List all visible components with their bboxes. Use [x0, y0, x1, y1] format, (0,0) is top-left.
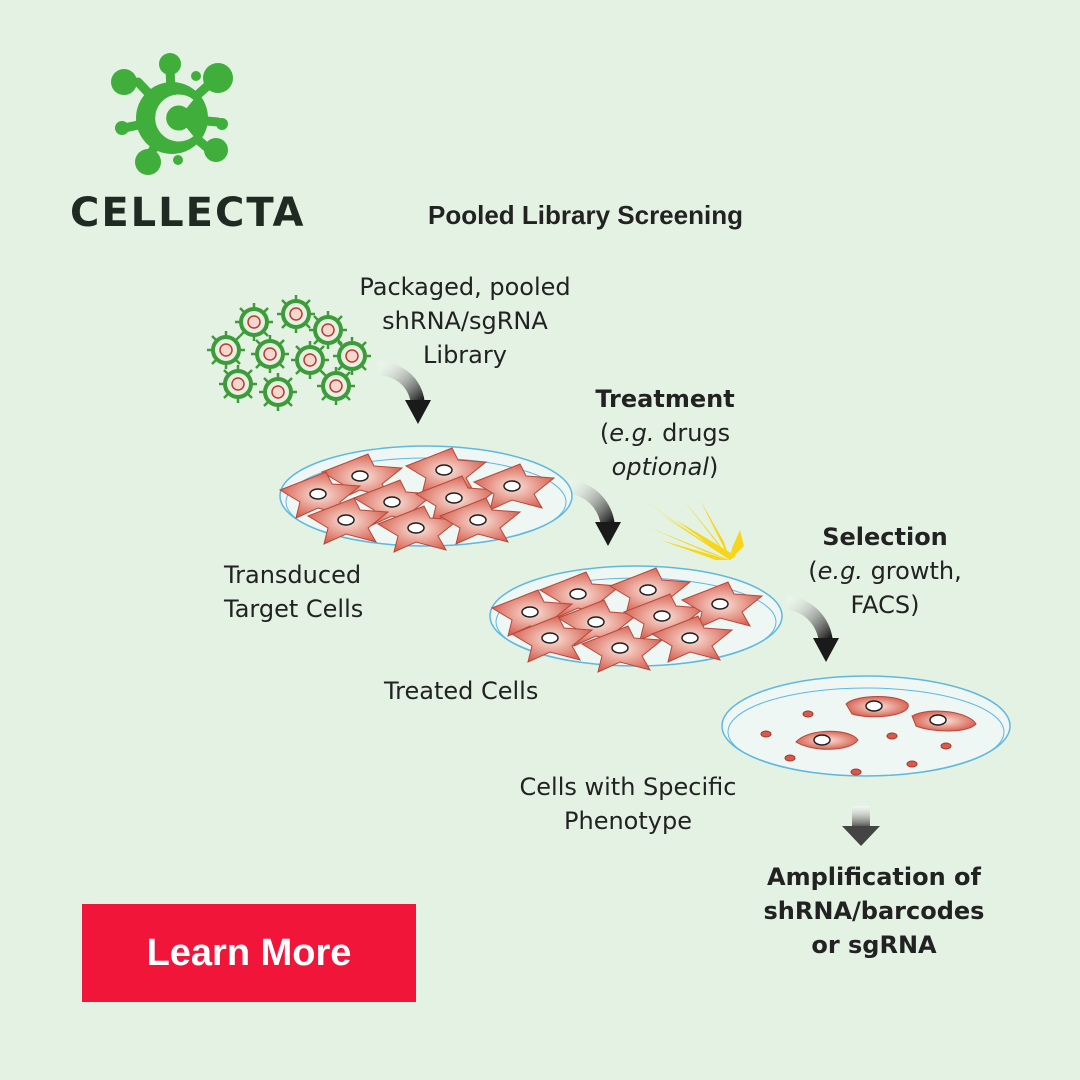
curved-arrow-icon — [377, 361, 431, 424]
page-title: Pooled Library Screening — [428, 200, 743, 230]
curved-arrow-icon — [784, 595, 839, 662]
sunburst-icon — [644, 498, 744, 560]
learn-more-button[interactable]: Learn More — [82, 904, 416, 1002]
selection-label: Selection (e.g. growth, FACS) — [808, 523, 962, 619]
petri-dish-treated — [489, 565, 783, 673]
treatment-label: Treatment (e.g. drugs optional) — [595, 385, 735, 481]
virus-c-logo-icon — [111, 53, 233, 175]
library-label: Packaged, pooled shRNA/sgRNA Library — [359, 273, 571, 369]
treated-label: Treated Cells — [384, 677, 539, 705]
phenotype-label: Cells with Specific Phenotype — [519, 773, 737, 835]
petri-dish-transduced — [279, 445, 573, 553]
curved-arrow-icon — [566, 479, 621, 546]
petri-dish-phenotype — [721, 675, 1011, 777]
transduced-label: Transduced Target Cells — [224, 561, 364, 623]
amplification-label: Amplification of shRNA/barcodes or sgRNA — [763, 863, 985, 959]
down-arrow-icon — [842, 806, 880, 846]
brand-wordmark: CELLECTA — [70, 190, 306, 236]
